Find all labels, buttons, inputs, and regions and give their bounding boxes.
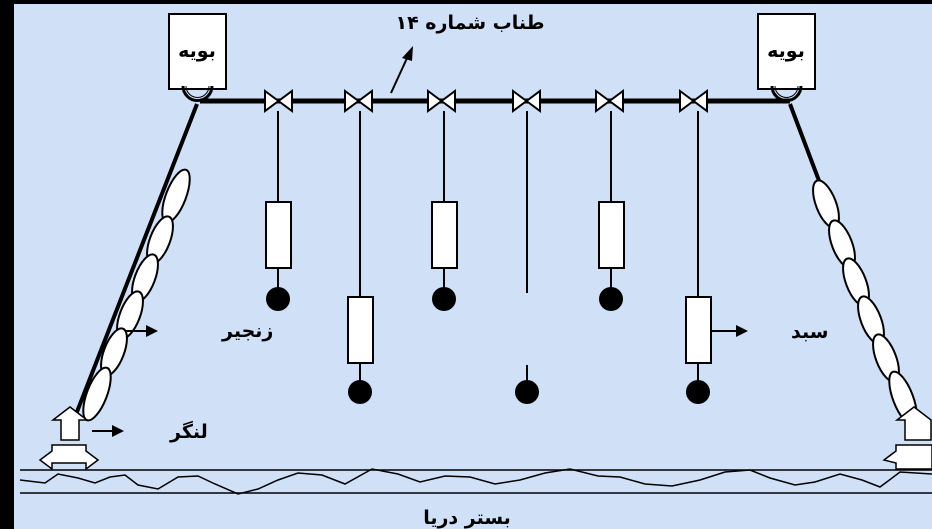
drop-line-6: [685, 111, 712, 404]
mooring-line-left: [64, 103, 199, 441]
buoy-right-label: بویه: [767, 40, 805, 62]
buoy-left: بویه: [168, 13, 227, 102]
basket-arrow: [712, 325, 748, 337]
rope-arrow: [390, 46, 413, 94]
basket-label: سبد: [791, 321, 828, 343]
weight-5: [599, 287, 623, 311]
basket-6: [685, 296, 712, 364]
rope-label: طناب شماره ۱۴: [395, 12, 544, 34]
anchor-arrow: [92, 425, 124, 437]
connector-2: [344, 89, 373, 113]
drop-line-5: [598, 111, 625, 311]
basket-1: [265, 201, 292, 269]
anchor-label: لنگر: [169, 420, 208, 443]
buoy-left-label: بویه: [178, 40, 216, 62]
connector-5: [595, 89, 624, 113]
left-border: [0, 0, 14, 529]
chain-left: [82, 168, 191, 422]
connectors: [264, 89, 708, 113]
weight-1: [266, 287, 290, 311]
anchor-right: [882, 406, 932, 470]
weight-6: [686, 380, 710, 404]
weight-4: [515, 380, 539, 404]
connector-6: [679, 89, 708, 113]
weight-2: [348, 380, 372, 404]
drop-line-1: [265, 111, 292, 311]
chain-label: زنجیر: [221, 320, 273, 342]
drop-line-4: [515, 111, 539, 404]
connector-4: [512, 89, 541, 113]
basket-2: [347, 296, 374, 364]
connector-1: [264, 89, 293, 113]
drop-line-2: [347, 111, 374, 404]
basket-3: [431, 201, 458, 269]
connector-3: [427, 89, 456, 113]
seabed-label: بستر دریا: [423, 507, 511, 529]
drop-line-3: [431, 111, 458, 311]
chain-arrow: [126, 325, 158, 337]
basket-5: [598, 201, 625, 269]
seabed-profile: [19, 468, 932, 495]
weight-3: [432, 287, 456, 311]
buoy-right: بویه: [757, 13, 816, 102]
anchor-left: [38, 406, 100, 471]
